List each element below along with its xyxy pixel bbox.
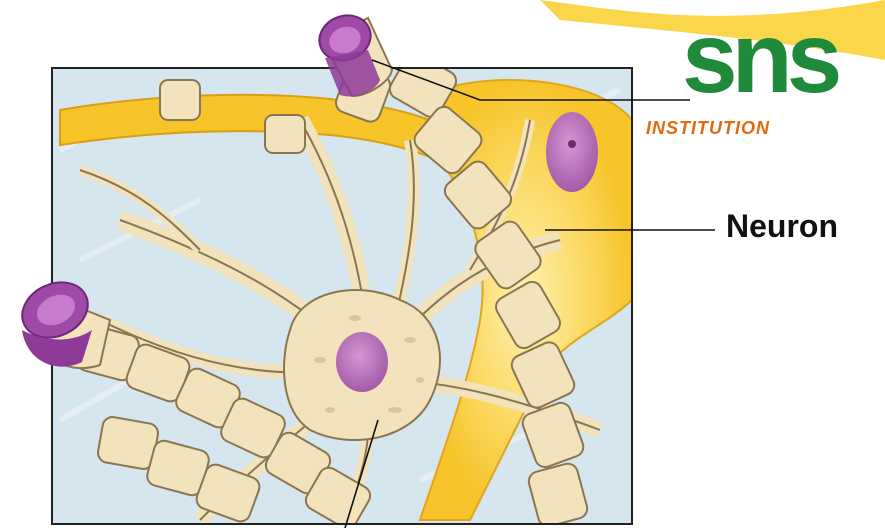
institution-logo: sns	[682, 8, 836, 108]
neuron-nucleus	[336, 332, 388, 392]
institution-logo-subtitle: INSTITUTION	[646, 118, 770, 139]
glial-nucleus	[546, 112, 598, 192]
illustration-panel	[52, 49, 632, 528]
label-neuron: Neuron	[726, 208, 838, 245]
